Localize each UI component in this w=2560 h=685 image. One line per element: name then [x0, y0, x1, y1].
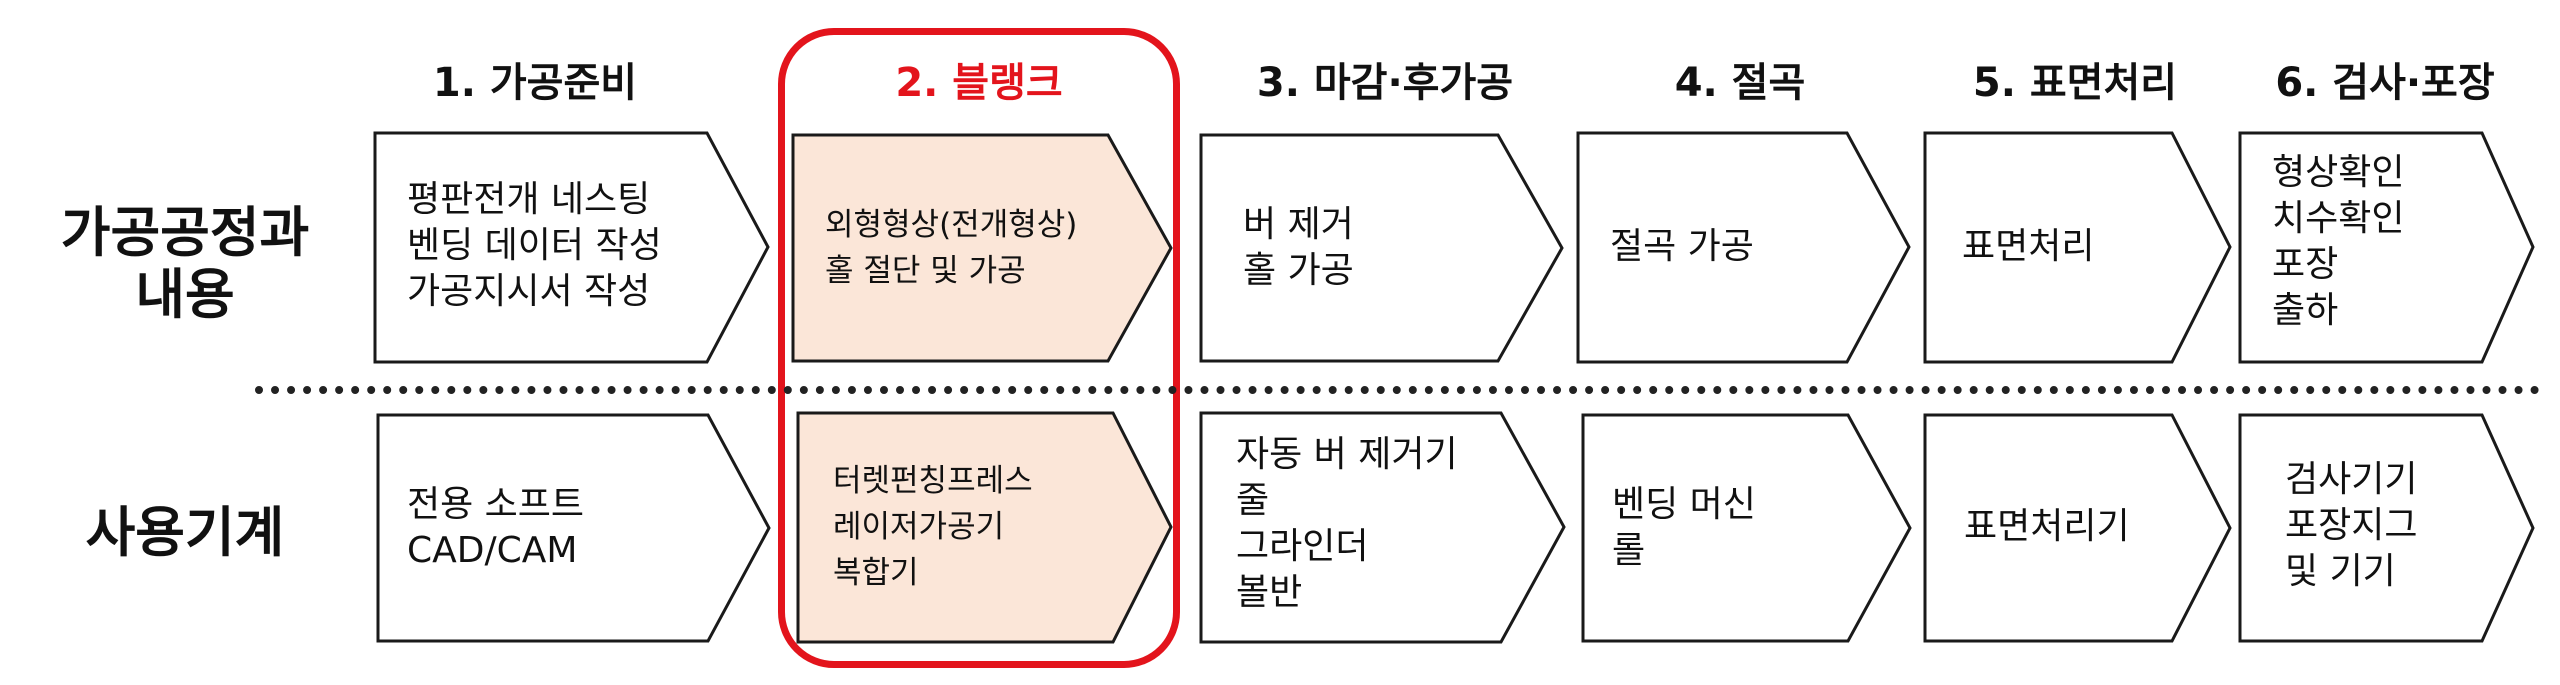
stage-header-6: 6. 검사·포장 — [2275, 60, 2495, 106]
row-label-process-line-1: 가공공정과 — [60, 201, 310, 264]
row-label-process-line-2: 내용 — [135, 263, 235, 326]
process-step-2-text: 외형형상(전개형상) 홀 절단 및 가공 — [825, 202, 1077, 294]
chevron-shape — [1923, 413, 2232, 643]
chevron-shape — [1576, 131, 1911, 364]
machine-step-4: 벤딩 머신 롤 — [1580, 412, 1914, 644]
chevron-shape — [796, 411, 1173, 644]
machine-step-2-line-2: 레이저가공기 — [833, 509, 1005, 545]
machine-step-2-line-1: 터렛펀칭프레스 — [833, 463, 1033, 499]
machine-step-1-text: 전용 소프트 CAD/CAM — [407, 482, 584, 574]
machine-step-4-line-1: 벤딩 머신 — [1612, 484, 1756, 525]
machine-step-2-line-3: 복합기 — [833, 555, 919, 591]
process-step-2-line-1: 외형형상(전개형상) — [825, 207, 1078, 243]
process-step-2-line-2: 홀 절단 및 가공 — [825, 253, 1026, 289]
process-step-1: 평판전개 네스팅 벤딩 데이터 작성 가공지시서 작성 — [372, 130, 772, 365]
process-step-1-line-2: 벤딩 데이터 작성 — [407, 225, 662, 266]
process-step-1-text: 평판전개 네스팅 벤딩 데이터 작성 가공지시서 작성 — [407, 177, 662, 315]
process-step-5: 표면처리 — [1922, 130, 2234, 365]
row-divider — [255, 386, 2540, 394]
process-step-6: 형상확인 치수확인 포장 출하 — [2237, 130, 2537, 365]
machine-step-6-text: 검사기기 포장지그 및 기기 — [2285, 457, 2417, 595]
chevron-shape — [2238, 413, 2535, 643]
chevron-shape — [1199, 133, 1564, 363]
row-label-process: 가공공정과 내용 — [20, 202, 350, 326]
machine-step-6-line-1: 검사기기 — [2285, 459, 2418, 500]
stage-header-2: 2. 블랭크 — [895, 60, 1063, 106]
machine-step-3-line-1: 자동 버 제거기 — [1236, 434, 1458, 475]
process-step-1-line-3: 가공지시서 작성 — [407, 271, 651, 312]
process-step-3-line-1: 버 제거 — [1243, 204, 1354, 245]
machine-step-3-line-3: 그라인더 — [1236, 526, 1369, 567]
machine-step-4-text: 벤딩 머신 롤 — [1612, 482, 1756, 574]
process-step-4: 절곡 가공 — [1575, 130, 1913, 365]
machine-step-5-line-1: 표면처리기 — [1964, 506, 2130, 547]
row-label-machines-line-1: 사용기계 — [85, 501, 285, 564]
stage-header-3: 3. 마감·후가공 — [1256, 60, 1514, 106]
process-step-3: 버 제거 홀 가공 — [1198, 132, 1566, 364]
machine-step-5: 표면처리기 — [1922, 412, 2234, 644]
process-step-4-text: 절곡 가공 — [1610, 224, 1754, 270]
chevron-shape — [376, 413, 771, 643]
chevron-shape — [1581, 413, 1912, 643]
process-step-5-text: 표면처리 — [1962, 224, 2094, 270]
process-step-6-line-3: 포장 — [2272, 244, 2339, 285]
chevron-shape — [2238, 131, 2535, 364]
machine-step-1: 전용 소프트 CAD/CAM — [375, 412, 773, 644]
machine-step-6-line-2: 포장지그 — [2285, 505, 2418, 546]
machine-step-3: 자동 버 제거기 줄 그라인더 볼반 — [1198, 410, 1568, 645]
chevron-shape — [1923, 131, 2232, 364]
machine-step-1-line-2: CAD/CAM — [407, 530, 578, 571]
stage-header-1: 1. 가공준비 — [432, 60, 638, 106]
process-step-6-line-2: 치수확인 — [2272, 198, 2405, 239]
process-step-1-line-1: 평판전개 네스팅 — [407, 179, 651, 220]
process-step-3-text: 버 제거 홀 가공 — [1243, 202, 1354, 294]
stage-header-5: 5. 표면처리 — [1972, 60, 2178, 106]
machine-step-1-line-1: 전용 소프트 — [407, 484, 585, 525]
process-step-4-line-1: 절곡 가공 — [1610, 226, 1754, 267]
highlight-frame — [778, 28, 1180, 668]
process-step-6-line-4: 출하 — [2272, 290, 2339, 331]
machine-step-2: 터렛펀칭프레스 레이저가공기 복합기 — [795, 410, 1175, 645]
process-step-6-line-1: 형상확인 — [2272, 152, 2405, 193]
process-step-3-line-2: 홀 가공 — [1243, 250, 1354, 291]
machine-step-3-line-2: 줄 — [1236, 480, 1270, 521]
machine-step-6-line-3: 및 기기 — [2285, 551, 2396, 592]
machine-step-6: 검사기기 포장지그 및 기기 — [2237, 412, 2537, 644]
chevron-shape — [791, 133, 1173, 363]
process-step-6-text: 형상확인 치수확인 포장 출하 — [2272, 150, 2404, 334]
machine-step-4-line-2: 롤 — [1612, 530, 1646, 571]
row-label-machines: 사용기계 — [20, 502, 350, 564]
chevron-shape — [1199, 411, 1566, 644]
chevron-shape — [373, 131, 770, 364]
machine-step-3-line-4: 볼반 — [1236, 572, 1303, 613]
machine-step-5-text: 표면처리기 — [1964, 504, 2130, 550]
process-step-2: 외형형상(전개형상) 홀 절단 및 가공 — [790, 132, 1175, 364]
stage-header-4: 4. 절곡 — [1674, 60, 1806, 106]
machine-step-3-text: 자동 버 제거기 줄 그라인더 볼반 — [1236, 432, 1458, 616]
process-step-5-line-1: 표면처리 — [1962, 226, 2095, 267]
machine-step-2-text: 터렛펀칭프레스 레이저가공기 복합기 — [833, 458, 1033, 596]
